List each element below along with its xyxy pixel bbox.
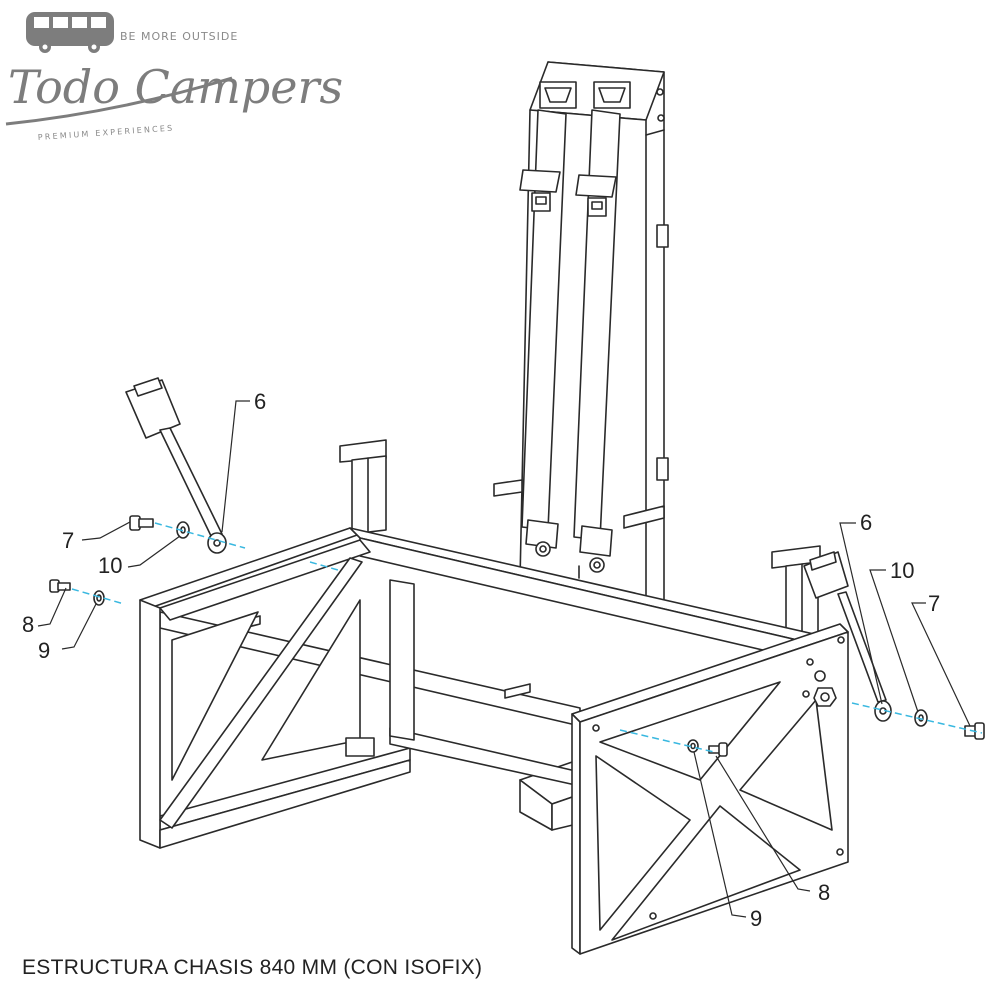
callout-10-left: 10 xyxy=(98,553,122,578)
leader-lines xyxy=(37,400,971,918)
shoulder-belt-right xyxy=(573,81,631,579)
logo-brand: Todo Campers xyxy=(8,60,343,114)
shoulder-belt-left xyxy=(519,81,577,557)
bolt-8-right xyxy=(708,742,728,757)
axis-line xyxy=(619,729,715,753)
left-buckle-assembly xyxy=(125,377,227,554)
callout-8-left: 8 xyxy=(22,612,34,637)
callout-9-left: 9 xyxy=(38,638,50,663)
rear-leg xyxy=(389,579,415,741)
callout-6-right: 6 xyxy=(860,510,872,535)
logo-swoosh xyxy=(5,76,233,126)
axis-line xyxy=(154,522,246,549)
todo-campers-logo: BE MORE OUTSIDE Todo Campers PREMIUM EXP… xyxy=(5,12,343,142)
assembly-axes xyxy=(71,522,983,753)
tower-bracket-left xyxy=(493,479,523,497)
callout-6-left: 6 xyxy=(254,389,266,414)
callouts: 6 7 10 8 9 6 10 7 8 9 xyxy=(22,389,940,931)
logo-tagline: BE MORE OUTSIDE xyxy=(120,30,238,43)
callout-7-left: 7 xyxy=(62,528,74,553)
axis-line xyxy=(851,702,983,734)
logo-subtitle: PREMIUM EXPERIENCES xyxy=(38,123,175,142)
callout-9-right: 9 xyxy=(750,906,762,931)
bolt-7-left xyxy=(129,515,154,531)
washer-9-right xyxy=(687,739,699,753)
diagram-caption: ESTRUCTURA CHASIS 840 MM (CON ISOFIX) xyxy=(22,956,483,979)
tower-bracket-right xyxy=(623,505,665,529)
callout-7-right: 7 xyxy=(928,591,940,616)
rear-post-left xyxy=(339,439,387,535)
axis-line xyxy=(309,561,339,571)
axis-line xyxy=(71,588,125,605)
left-side-frame xyxy=(139,539,411,849)
frame-lower-rail-back xyxy=(389,727,581,787)
right-side-frame xyxy=(571,623,849,955)
bolt-8-left xyxy=(49,579,71,593)
callout-10-right: 10 xyxy=(890,558,914,583)
frame-rear-rail xyxy=(139,527,841,669)
washer-9-left xyxy=(93,590,105,606)
callout-8-right: 8 xyxy=(818,880,830,905)
van-icon xyxy=(26,12,114,53)
right-buckle-assembly xyxy=(803,551,892,722)
